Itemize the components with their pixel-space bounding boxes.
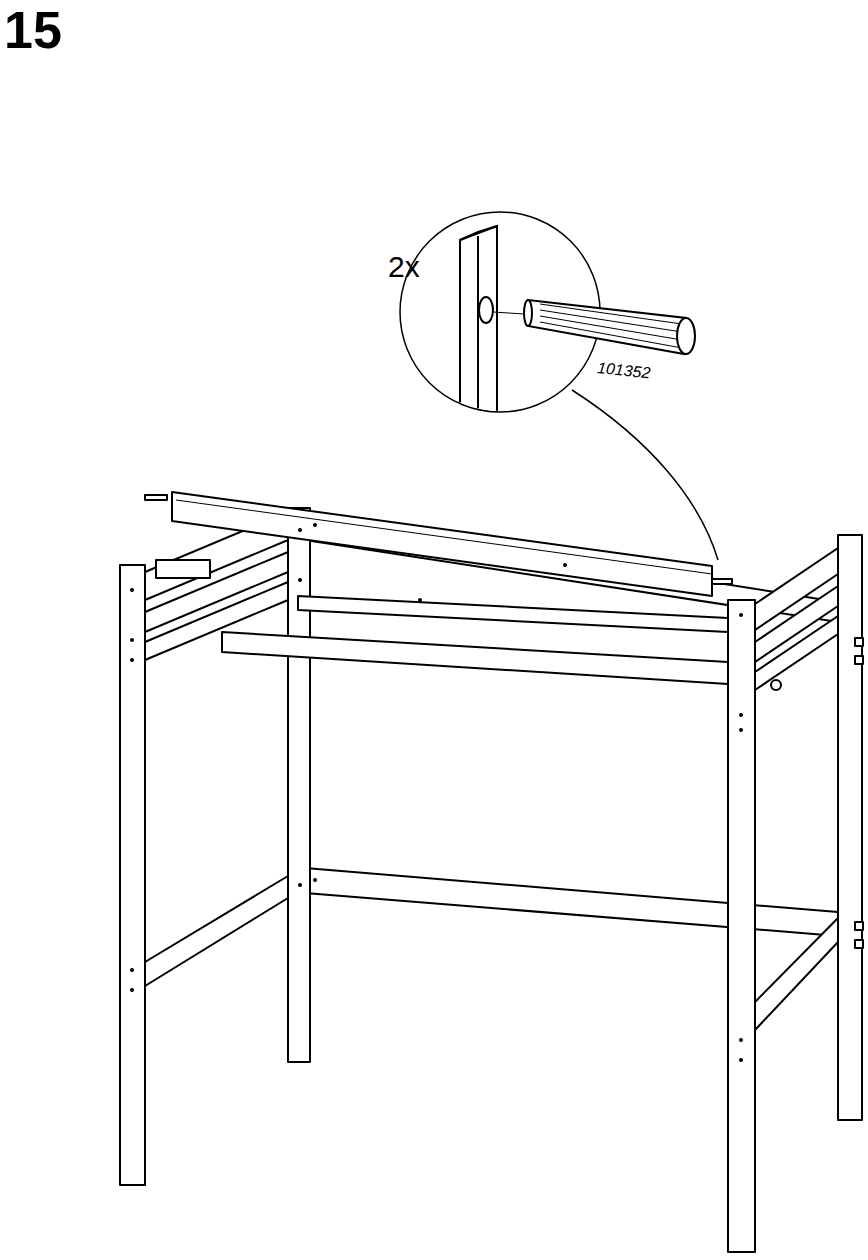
part-number: 101352	[596, 360, 651, 381]
bolt	[771, 680, 781, 690]
step-number: 15	[4, 4, 62, 56]
right-end-plank	[755, 616, 838, 690]
post-top	[460, 226, 497, 240]
rail-edge	[176, 500, 712, 574]
label-sticker	[156, 560, 210, 578]
bolt	[855, 638, 863, 646]
holes	[130, 523, 743, 1062]
dowel	[712, 579, 732, 584]
right-back-post	[838, 535, 862, 1120]
bolt	[855, 922, 863, 930]
slat-support-rail	[298, 596, 728, 632]
post-detail	[460, 226, 497, 420]
post-edge	[477, 236, 479, 420]
right-front-post	[728, 600, 755, 1252]
dowel	[145, 495, 167, 500]
left-front-post	[120, 565, 145, 1185]
guide-line	[493, 312, 524, 314]
quantity: 2x	[388, 252, 420, 282]
guard-rail	[172, 492, 712, 596]
bolt	[855, 656, 863, 664]
dowel-hole	[479, 297, 493, 323]
bolt	[855, 940, 863, 948]
leader-line	[572, 390, 718, 560]
left-back-post	[288, 508, 310, 1062]
back-bottom-rail	[305, 868, 838, 936]
dowel-detail	[524, 300, 695, 354]
right-end-bottom-rail	[755, 918, 838, 1030]
front-rail	[222, 632, 728, 684]
left-end-bottom-rail	[145, 876, 288, 986]
